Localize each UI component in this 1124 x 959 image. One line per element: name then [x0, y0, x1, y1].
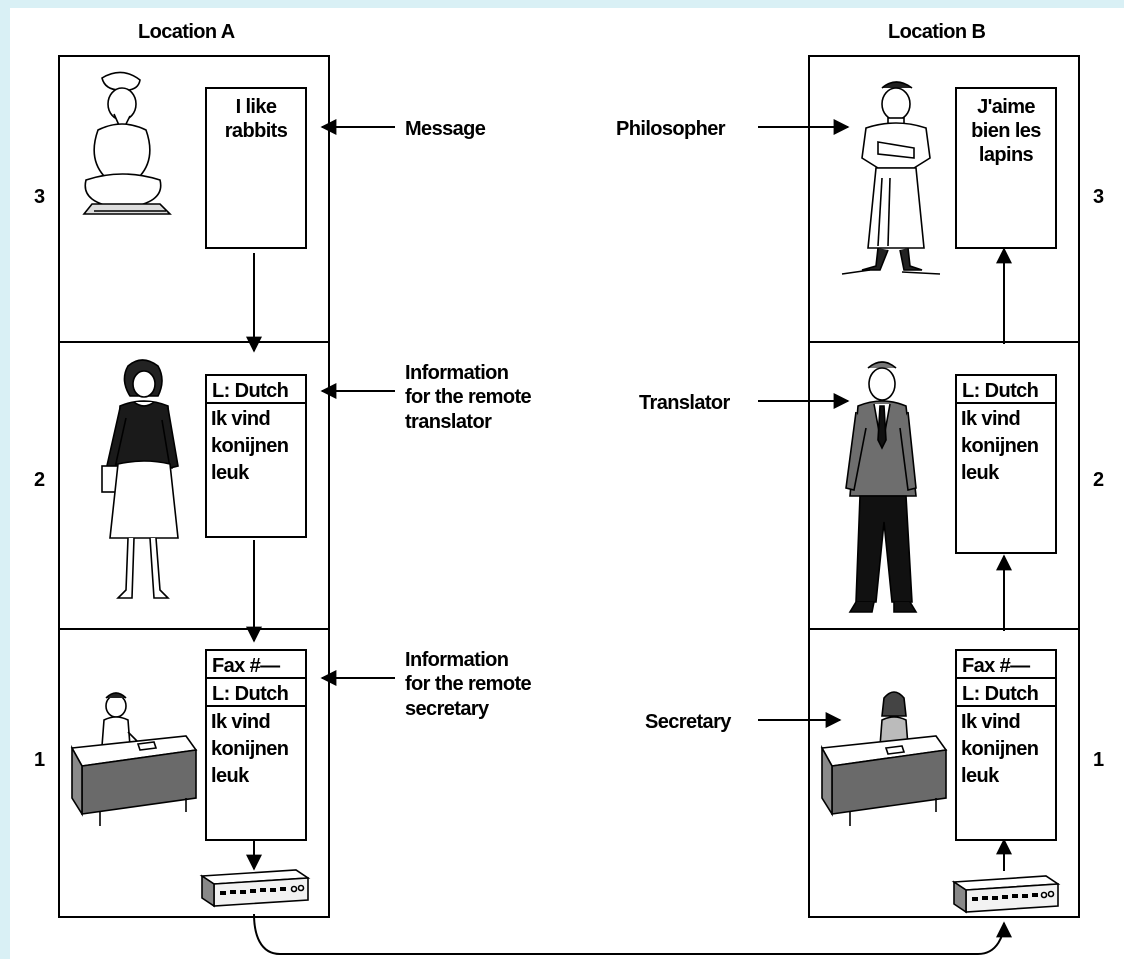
location-a-frame [58, 55, 330, 918]
fax-machine-icon [199, 869, 311, 908]
layer-number-2-left: 2 [34, 469, 45, 491]
document-b3-text: J'aime bien les lapins [971, 96, 1041, 166]
document-b1-body: Ik vind konijnen leuk [961, 711, 1039, 787]
document-a2-header: L: Dutch [207, 376, 305, 404]
document-a1-fax-header: Fax #— [207, 651, 305, 679]
secretary-at-desk-icon-b [820, 691, 948, 826]
callout-philosopher: Philosopher [616, 118, 726, 140]
layer-number-1-left: 1 [34, 749, 45, 771]
fax-machine-icon-b [951, 875, 1061, 914]
document-a1-lang-header: L: Dutch [207, 679, 305, 707]
document-b1-fax-header: Fax #— [957, 651, 1055, 679]
diagram-graphics [58, 55, 1080, 955]
layer-number-3-left: 3 [34, 186, 45, 208]
document-b2-header: L: Dutch [957, 376, 1055, 404]
document-a1-body: Ik vind konijnen leuk [211, 711, 289, 787]
document-a2-body: Ik vind konijnen leuk [211, 408, 289, 484]
callout-info-secretary: Information for the remote secretary [405, 649, 532, 720]
diagram-canvas: Location A Location B 3 2 1 3 2 1 I like… [10, 8, 1124, 959]
translator-woman-icon [101, 359, 179, 599]
document-a2: L: Dutch Ik vind konijnen leuk [205, 374, 307, 538]
callout-arrows-left [320, 119, 395, 686]
location-a-label: Location A [138, 21, 235, 43]
location-b-label: Location B [888, 21, 986, 43]
document-b3: J'aime bien les lapins [955, 87, 1057, 249]
secretary-at-desk-icon [70, 692, 198, 826]
document-b1-lang-header: L: Dutch [957, 679, 1055, 707]
physical-link-curve [253, 913, 1012, 955]
layer-number-3-right: 3 [1093, 186, 1104, 208]
layer-number-2-right: 2 [1093, 469, 1104, 491]
location-b-frame [808, 55, 1080, 918]
philosopher-priest-icon [841, 81, 941, 275]
translator-man-icon [845, 361, 918, 613]
document-a3: I like rabbits [205, 87, 307, 249]
document-b2: L: Dutch Ik vind konijnen leuk [955, 374, 1057, 554]
callout-info-translator: Information for the remote translator [405, 362, 532, 433]
callout-message: Message [405, 118, 486, 140]
philosopher-icon [82, 71, 172, 215]
document-b2-body: Ik vind konijnen leuk [961, 408, 1039, 484]
callout-translator: Translator [639, 392, 730, 414]
callout-arrows-right [758, 119, 850, 728]
document-a1: Fax #— L: Dutch Ik vind konijnen leuk [205, 649, 307, 841]
document-b1: Fax #— L: Dutch Ik vind konijnen leuk [955, 649, 1057, 841]
document-a3-text: I like rabbits [224, 96, 288, 142]
layer-number-1-right: 1 [1093, 749, 1104, 771]
callout-secretary: Secretary [645, 711, 731, 733]
